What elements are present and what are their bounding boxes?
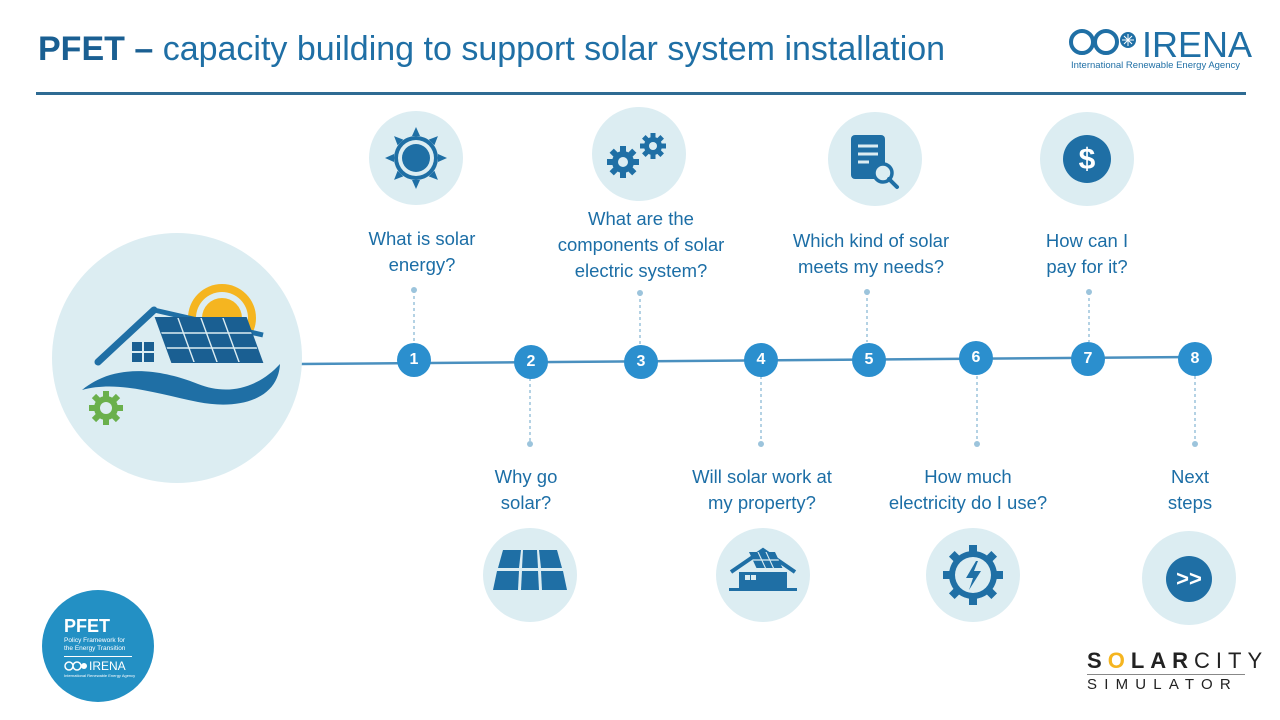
step-2-node: 2: [514, 345, 548, 379]
solar-panel-icon: [493, 550, 567, 590]
pfet-badge-sub-line: the Energy Transition: [64, 645, 126, 652]
step-4-label-line: Will solar work at: [692, 466, 832, 487]
step-3-label-line: components of solar: [557, 234, 725, 255]
step-7-label-line: pay for it?: [1046, 256, 1128, 277]
step-5-label: Which kind of solar meets my needs?: [776, 228, 966, 280]
irena-wordmark: IRENA: [1142, 24, 1253, 65]
step-3-label-line: What are the: [588, 208, 694, 229]
step-1-label-line: energy?: [388, 254, 456, 275]
step-3-node: 3: [624, 345, 658, 379]
pfet-badge-sub-line: Policy Framework for: [64, 637, 126, 644]
solar-house-illustration-icon: [82, 284, 280, 425]
step-6-label-line: electricity do I use?: [888, 492, 1048, 513]
step-5-node: 5: [852, 343, 886, 377]
pfet-badge: [42, 590, 154, 702]
solarcity-city: CITY: [1194, 648, 1269, 673]
solarcity-divider: [1087, 674, 1245, 675]
pfet-irena-logo-icon: [64, 661, 87, 671]
step-4-label: Will solar work at my property?: [672, 464, 852, 516]
step-1-node: 1: [397, 343, 431, 377]
pfet-irena-word: IRENA: [89, 659, 126, 673]
pfet-irena-sub: International Renewable Energy Agency: [64, 673, 136, 678]
step-3-icon-circle: [592, 107, 686, 201]
solarcity-sun-o: O: [1107, 648, 1131, 673]
step-2-label-line: solar?: [500, 492, 552, 513]
step-1-label: What is solar energy?: [352, 226, 492, 278]
solar-house-icon: [729, 547, 797, 591]
step-7-node: 7: [1071, 342, 1105, 376]
step-7-label-line: How can I: [1045, 230, 1129, 251]
svg-text:$: $: [1079, 143, 1096, 176]
title-rest: capacity building to support solar syste…: [153, 30, 946, 68]
step-8-label-line: Next: [1170, 466, 1210, 487]
step-6-label: How much electricity do I use?: [872, 464, 1064, 516]
sun-icon: [385, 127, 447, 189]
step-2-label-line: Why go: [494, 466, 558, 487]
step-7-label: How can I pay for it?: [1030, 228, 1144, 280]
page-title: PFET – capacity building to support sola…: [38, 30, 945, 69]
pfet-badge-divider: [64, 656, 132, 657]
step-5-label-line: Which kind of solar: [792, 230, 950, 251]
solarcity-logo-line1: SOLARCITY: [1087, 648, 1268, 674]
pfet-badge-subtitle: Policy Framework for the Energy Transiti…: [64, 637, 125, 653]
step-6-label-line: How much: [924, 466, 1012, 487]
pfet-badge-title: PFET: [64, 616, 111, 636]
gears-icon: [607, 133, 666, 178]
dollar-icon: $: [1063, 135, 1111, 183]
step-8-label-line: steps: [1167, 492, 1213, 513]
irena-logo-icon: [1069, 29, 1136, 55]
step-8-label: Next steps: [1140, 464, 1240, 516]
step-4-node: 4: [744, 343, 778, 377]
step-2-label: Why go solar?: [466, 464, 586, 516]
irena-subtitle: International Renewable Energy Agency: [1071, 60, 1241, 71]
solarcity-logo-line2: SIMULATOR: [1087, 676, 1238, 693]
step-4-label-line: my property?: [708, 492, 816, 513]
step-3-label-line: electric system?: [574, 260, 708, 281]
header-divider: [36, 92, 1246, 95]
step-8-node: 8: [1178, 342, 1212, 376]
step-6-node: 6: [959, 341, 993, 375]
solarcity-s: S: [1087, 648, 1108, 673]
step-5-label-line: meets my needs?: [797, 256, 944, 277]
next-arrows-icon: >>: [1166, 556, 1212, 602]
solarcity-lar: LAR: [1130, 648, 1195, 673]
document-search-icon: [851, 135, 899, 189]
electricity-gear-icon: [943, 545, 1003, 605]
title-bold: PFET –: [38, 30, 154, 68]
step-3-label: What are the components of solar electri…: [540, 206, 742, 284]
step-1-label-line: What is solar: [368, 228, 476, 249]
